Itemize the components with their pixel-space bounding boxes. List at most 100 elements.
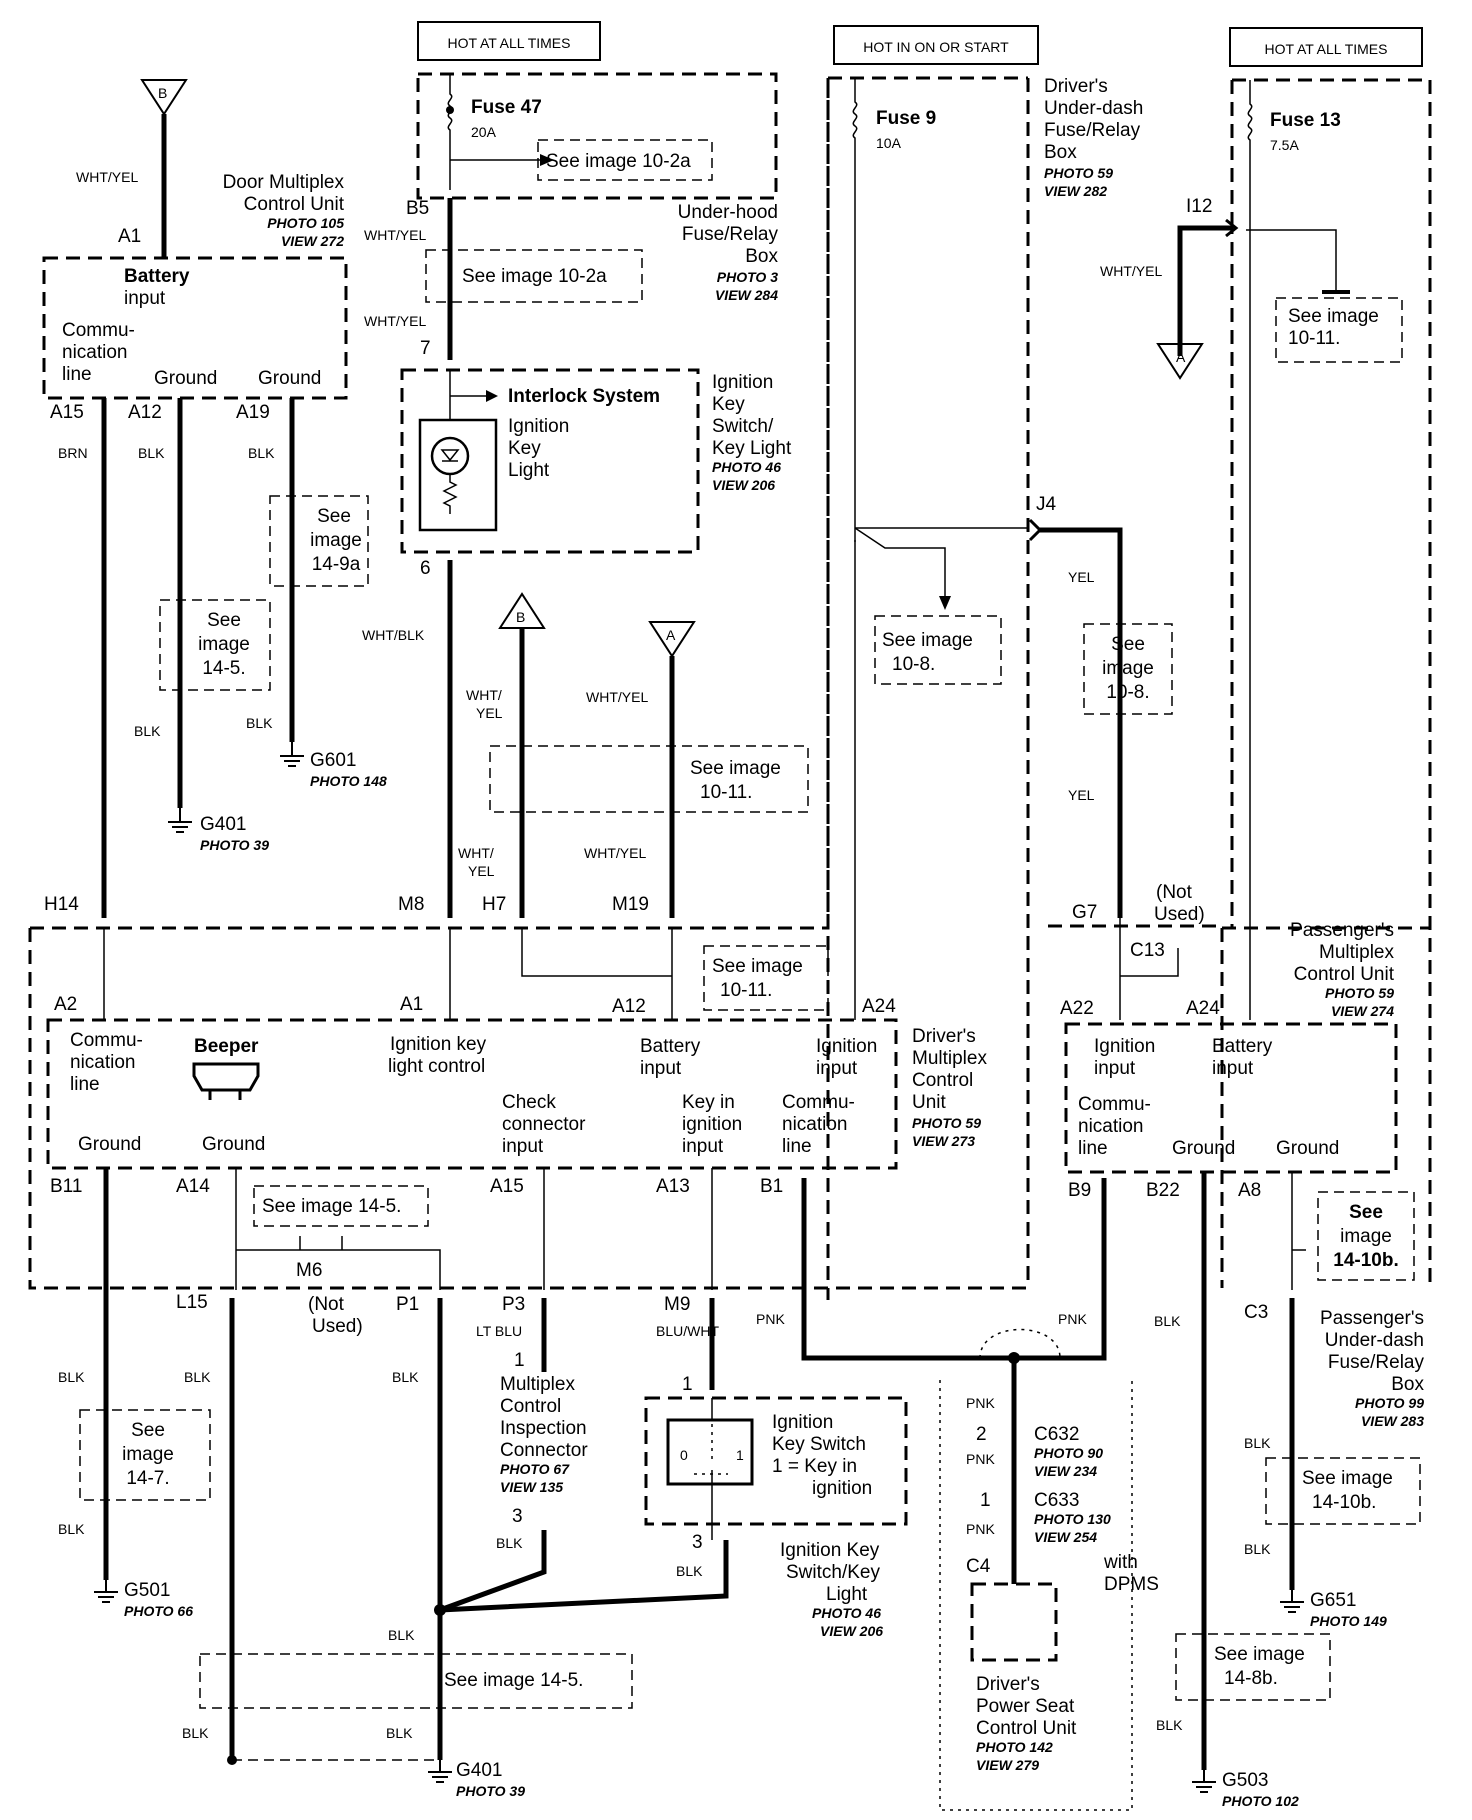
see-image-ref: See image: [1302, 1468, 1393, 1489]
pass-mux-label: Passenger's: [1290, 920, 1394, 941]
door-unit-label: Door Multiplex: [223, 172, 345, 193]
terminal-a14: A14: [176, 1176, 210, 1197]
key-light-label: Light: [508, 460, 550, 481]
wire-color: BLK: [182, 1725, 209, 1741]
see-image-ref: 14-10b.: [1312, 1492, 1376, 1513]
wire-color: BLK: [676, 1563, 703, 1579]
ground-symbol: [1280, 1590, 1304, 1613]
seat-unit-label: Power Seat: [976, 1696, 1075, 1717]
wire-color: PNK: [966, 1521, 995, 1537]
ignition-key-label: Switch/: [712, 416, 774, 437]
pass-mux-pin: Ignition: [1094, 1036, 1155, 1057]
terminal-j4: J4: [1036, 494, 1057, 515]
hot-label-text: HOT IN ON OR START: [863, 39, 1009, 55]
driver-mux-pin: input: [816, 1058, 858, 1079]
see-image-ref: See: [317, 506, 351, 527]
wire-color: BLU/WHT: [656, 1323, 719, 1339]
see-image-ref: 14-8b.: [1224, 1668, 1278, 1689]
wire-color: BLK: [1244, 1435, 1271, 1451]
wire-color: YEL: [1068, 787, 1095, 803]
connector-a-label: A: [666, 627, 676, 643]
terminal-a24: A24: [862, 996, 896, 1017]
hot-label-text: HOT AT ALL TIMES: [1265, 41, 1388, 57]
see-image-ref: See image: [882, 630, 973, 651]
ground-g401: G401: [456, 1760, 502, 1781]
wire-color: WHT/YEL: [586, 689, 648, 705]
terminal-a24: A24: [1186, 998, 1220, 1019]
not-used-label: Used): [1154, 904, 1205, 925]
fuse-47-label: Fuse 47: [471, 97, 542, 118]
ground-g501-photo: PHOTO 66: [124, 1603, 193, 1619]
terminal-a2: A2: [54, 994, 77, 1015]
terminal-p1: P1: [396, 1294, 419, 1315]
see-image-ref: image: [1340, 1226, 1392, 1247]
passenger-fuse-box: [1220, 78, 1432, 1288]
see-image-ref: See: [1111, 634, 1145, 655]
wire-color: BLK: [1154, 1313, 1181, 1329]
terminal-b1: B1: [760, 1176, 783, 1197]
c633-photo: PHOTO 130: [1034, 1511, 1111, 1527]
pass-mux-view: VIEW 274: [1331, 1003, 1394, 1019]
ignition-key-photo: PHOTO 46: [712, 459, 781, 475]
pass-mux-photo: PHOTO 59: [1325, 985, 1394, 1001]
pass-mux-label: Multiplex: [1319, 942, 1394, 963]
ign-switch2-photo: PHOTO 46: [812, 1605, 881, 1621]
see-image-ref: See image: [1214, 1644, 1305, 1665]
wire-color: WHT/YEL: [364, 313, 426, 329]
terminal-m9: M9: [664, 1294, 690, 1315]
mux-insp-label: Multiplex: [500, 1374, 575, 1395]
wire-color: BRN: [58, 445, 88, 461]
driver-mux-label: Multiplex: [912, 1048, 987, 1069]
see-image-ref: See image 14-5.: [444, 1670, 583, 1691]
beeper-label: Beeper: [194, 1036, 259, 1057]
wire-color: WHT/YEL: [1100, 263, 1162, 279]
passenger-multiplex-box: [1064, 1022, 1398, 1174]
wire-color: WHT/YEL: [364, 227, 426, 243]
switch-pos-1: 1: [736, 1447, 744, 1463]
wire-color: BLK: [1156, 1717, 1183, 1733]
fuse-47-rating: 20A: [471, 124, 497, 140]
connector-b-label: B: [158, 85, 167, 101]
fuse-13-rating: 7.5A: [1270, 137, 1299, 153]
driver-mux-pin: input: [640, 1058, 682, 1079]
seat-unit-label: Control Unit: [976, 1718, 1077, 1739]
ign-switch2-view: VIEW 206: [820, 1623, 883, 1639]
pass-mux-pin: input: [1212, 1058, 1254, 1079]
wire-color: PNK: [1058, 1311, 1087, 1327]
see-image-ref: image: [122, 1444, 174, 1465]
wire-color: LT BLU: [476, 1323, 522, 1339]
beeper-icon: [192, 1062, 260, 1100]
driver-mux-pin: nication: [70, 1052, 136, 1073]
underhood-label: Box: [745, 246, 778, 267]
ignition-key-view: VIEW 206: [712, 477, 775, 493]
pass-dash-label: Box: [1391, 1374, 1424, 1395]
see-image-ref: image: [1102, 658, 1154, 679]
wire-color: YEL: [1068, 569, 1095, 585]
fuse-9-rating: 10A: [876, 135, 902, 151]
door-unit-label: Control Unit: [244, 194, 345, 215]
terminal-a15: A15: [490, 1176, 524, 1197]
terminal-b11: B11: [50, 1176, 82, 1197]
driver-mux-pin: input: [682, 1136, 724, 1157]
driver-mux-pin: Key in: [682, 1092, 735, 1113]
driver-mux-pin: Ignition key: [390, 1034, 487, 1055]
ign-switch2-label: Ignition Key: [780, 1540, 880, 1561]
terminal-a1: A1: [400, 994, 423, 1015]
see-image-ref: 10-11.: [1288, 328, 1340, 349]
see-image-ref: 10-8.: [892, 654, 935, 675]
pass-mux-label: Control Unit: [1294, 964, 1395, 985]
ignition-key-label: Key: [712, 394, 745, 415]
terminal-a12: A12: [128, 402, 162, 423]
not-used-label: (Not: [1156, 882, 1193, 903]
terminal-h7: H7: [482, 894, 506, 915]
driver-dash-photo: PHOTO 59: [1044, 165, 1113, 181]
wire-color: BLK: [58, 1521, 85, 1537]
terminal-m6: M6: [296, 1260, 322, 1281]
ground-symbol: [280, 742, 304, 767]
ground-g503-photo: PHOTO 102: [1222, 1793, 1299, 1809]
wire-color: WHT/YEL: [584, 845, 646, 861]
wire-color: BLK: [386, 1725, 413, 1741]
wire-color: BLK: [138, 445, 165, 461]
driver-mux-label: Driver's: [912, 1026, 976, 1047]
